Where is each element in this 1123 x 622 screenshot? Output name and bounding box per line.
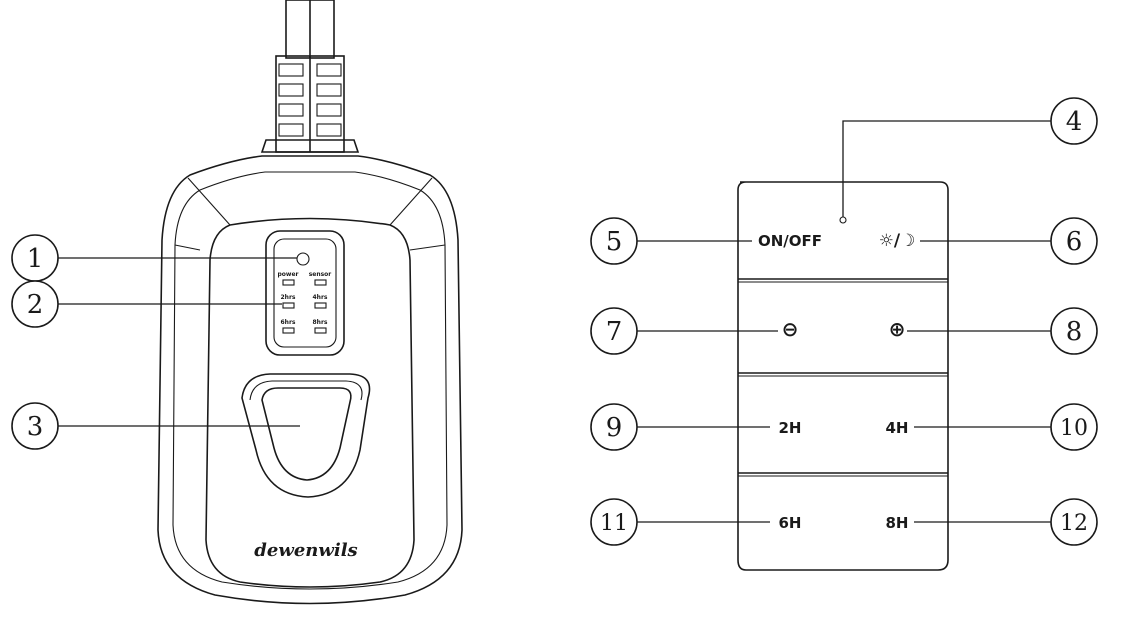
leader-lines (58, 120, 1051, 523)
svg-text:7: 7 (606, 317, 623, 347)
led-8hrs (314, 327, 327, 334)
4h-button[interactable]: 4H (886, 419, 909, 437)
led-4hrs (314, 302, 327, 309)
power-cable (260, 0, 360, 153)
callout-11: 11 (590, 498, 638, 546)
led-label-sensor: sensor (309, 271, 332, 278)
led-2hrs (282, 302, 295, 309)
svg-text:9: 9 (606, 413, 623, 443)
svg-text:6: 6 (1066, 227, 1083, 257)
main-button[interactable] (241, 373, 371, 498)
callout-6: 6 (1050, 217, 1098, 265)
on-off-button[interactable]: ON/OFF (758, 232, 822, 250)
led-label-8hrs: 8hrs (313, 319, 328, 326)
svg-text:4: 4 (1066, 107, 1083, 137)
timer-device: power sensor 2hrs 4hrs 6hrs 8hrs dewenwi… (157, 0, 463, 605)
svg-text:8: 8 (1066, 317, 1083, 347)
callout-5: 5 (590, 217, 638, 265)
callout-8: 8 (1050, 307, 1098, 355)
svg-text:1: 1 (27, 244, 44, 274)
svg-text:5: 5 (606, 227, 623, 257)
2h-button[interactable]: 2H (779, 419, 802, 437)
device-housing (157, 155, 463, 605)
callout-9: 9 (590, 403, 638, 451)
svg-text:3: 3 (27, 412, 44, 442)
callout-1: 1 (11, 234, 59, 282)
svg-text:2: 2 (27, 290, 44, 320)
led-label-2hrs: 2hrs (281, 294, 296, 301)
svg-text:12: 12 (1060, 511, 1088, 536)
led-sensor (314, 279, 327, 286)
callout-2: 2 (11, 280, 59, 328)
led-label-6hrs: 6hrs (281, 319, 296, 326)
callout-7: 7 (590, 307, 638, 355)
callout-3: 3 (11, 402, 59, 450)
led-panel: power sensor 2hrs 4hrs 6hrs 8hrs (265, 230, 345, 356)
6h-button[interactable]: 6H (779, 514, 802, 532)
svg-text:11: 11 (600, 511, 628, 536)
light-sensor (296, 252, 310, 266)
brand-logo: dewenwils (254, 540, 357, 561)
remote-indicator-led (839, 216, 847, 224)
callouts: 1 2 3 4 5 6 7 8 9 10 11 12 (11, 97, 1098, 546)
led-label-power: power (278, 271, 299, 278)
led-label-4hrs: 4hrs (313, 294, 328, 301)
minus-button[interactable]: ⊖ (782, 317, 799, 341)
plus-button[interactable]: ⊕ (889, 317, 906, 341)
remote-control: ON/OFF ☼/☽ ⊖ ⊕ 2H 4H 6H 8H (737, 181, 949, 571)
led-power (282, 279, 295, 286)
callout-4: 4 (1050, 97, 1098, 145)
8h-button[interactable]: 8H (886, 514, 909, 532)
svg-text:10: 10 (1060, 416, 1088, 441)
callout-12: 12 (1050, 498, 1098, 546)
callout-10: 10 (1050, 403, 1098, 451)
led-6hrs (282, 327, 295, 334)
day-night-button[interactable]: ☼/☽ (879, 231, 916, 251)
